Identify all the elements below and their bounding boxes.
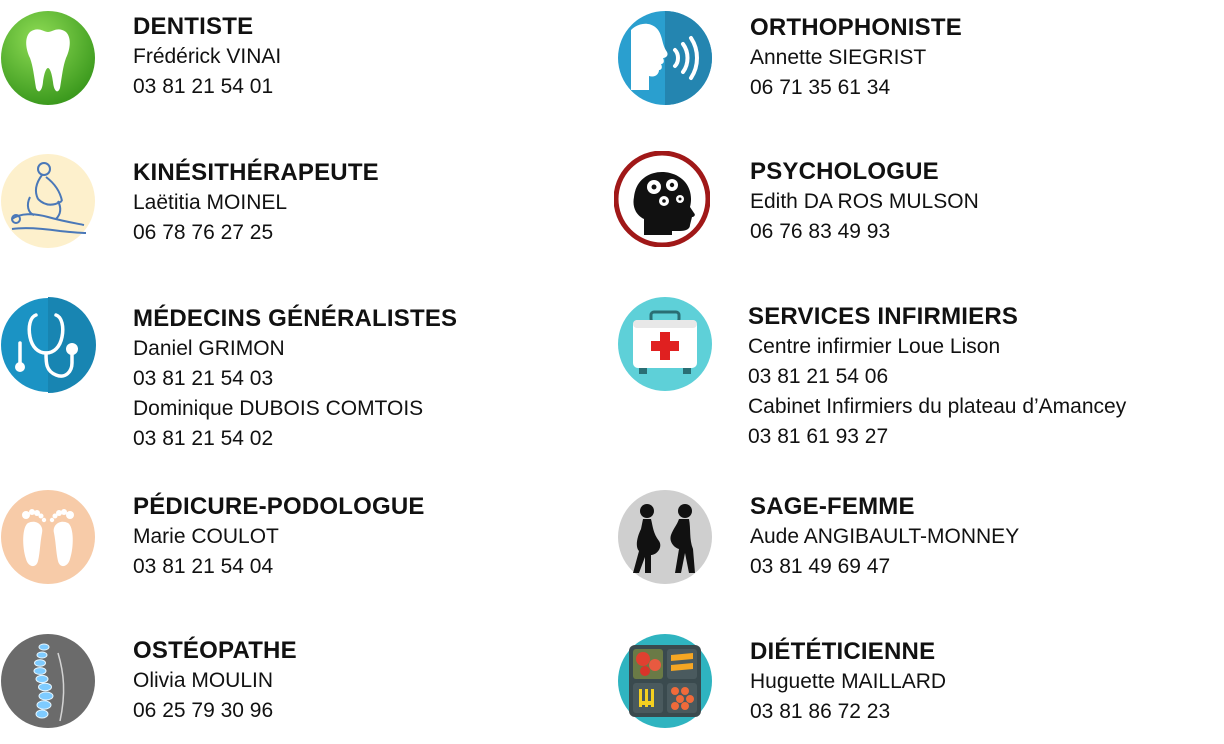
- name-dentiste: Frédérick VINAI: [133, 45, 282, 68]
- stethoscope-icon: [0, 297, 96, 393]
- title-pedicure: PÉDICURE-PODOLOGUE: [133, 493, 425, 520]
- phone-dieteticienne: 03 81 86 72 23: [750, 700, 891, 723]
- title-osteopathe: OSTÉOPATHE: [133, 637, 297, 664]
- title-infirmiers: SERVICES INFIRMIERS: [748, 303, 1019, 330]
- phone-orthophoniste: 06 71 35 61 34: [750, 76, 891, 99]
- name-kinesitherapeute: Laëtitia MOINEL: [133, 191, 288, 214]
- name-psychologue: Edith DA ROS MULSON: [750, 190, 979, 213]
- phone-infirmier-1: 03 81 21 54 06: [748, 365, 889, 388]
- phone-osteopathe: 06 25 79 30 96: [133, 699, 274, 722]
- title-medecins: MÉDECINS GÉNÉRALISTES: [133, 305, 458, 332]
- phone-psychologue: 06 76 83 49 93: [750, 220, 891, 243]
- speech-icon: [617, 10, 713, 106]
- name-pedicure: Marie COULOT: [133, 525, 279, 548]
- phone-medecin-1: 03 81 21 54 03: [133, 367, 274, 390]
- title-dieteticienne: DIÉTÉTICIENNE: [750, 638, 936, 665]
- name-osteopathe: Olivia MOULIN: [133, 669, 274, 692]
- title-orthophoniste: ORTHOPHONISTE: [750, 14, 962, 41]
- name-infirmier-1: Centre infirmier Loue Lison: [748, 335, 1001, 358]
- name-medecin-2: Dominique DUBOIS COMTOIS: [133, 397, 424, 420]
- pregnant-women-icon: [617, 489, 713, 585]
- phone-infirmier-2: 03 81 61 93 27: [748, 425, 889, 448]
- brain-gears-icon: [614, 151, 710, 247]
- name-orthophoniste: Annette SIEGRIST: [750, 46, 927, 69]
- massage-icon: [0, 153, 96, 249]
- feet-icon: [0, 489, 96, 585]
- food-tray-icon: [617, 633, 713, 729]
- phone-medecin-2: 03 81 21 54 02: [133, 427, 274, 450]
- name-infirmier-2: Cabinet Infirmiers du plateau d’Amancey: [748, 395, 1127, 418]
- title-kinesitherapeute: KINÉSITHÉRAPEUTE: [133, 159, 379, 186]
- phone-pedicure: 03 81 21 54 04: [133, 555, 274, 578]
- name-medecin-1: Daniel GRIMON: [133, 337, 285, 360]
- title-psychologue: PSYCHOLOGUE: [750, 158, 939, 185]
- phone-sagefemme: 03 81 49 69 47: [750, 555, 891, 578]
- title-dentiste: DENTISTE: [133, 13, 254, 40]
- tooth-icon: [0, 10, 96, 106]
- first-aid-kit-icon: [617, 296, 713, 392]
- spine-icon: [0, 633, 96, 729]
- name-dieteticienne: Huguette MAILLARD: [750, 670, 947, 693]
- phone-dentiste: 03 81 21 54 01: [133, 75, 274, 98]
- phone-kinesitherapeute: 06 78 76 27 25: [133, 221, 274, 244]
- title-sagefemme: SAGE-FEMME: [750, 493, 915, 520]
- name-sagefemme: Aude ANGIBAULT-MONNEY: [750, 525, 1020, 548]
